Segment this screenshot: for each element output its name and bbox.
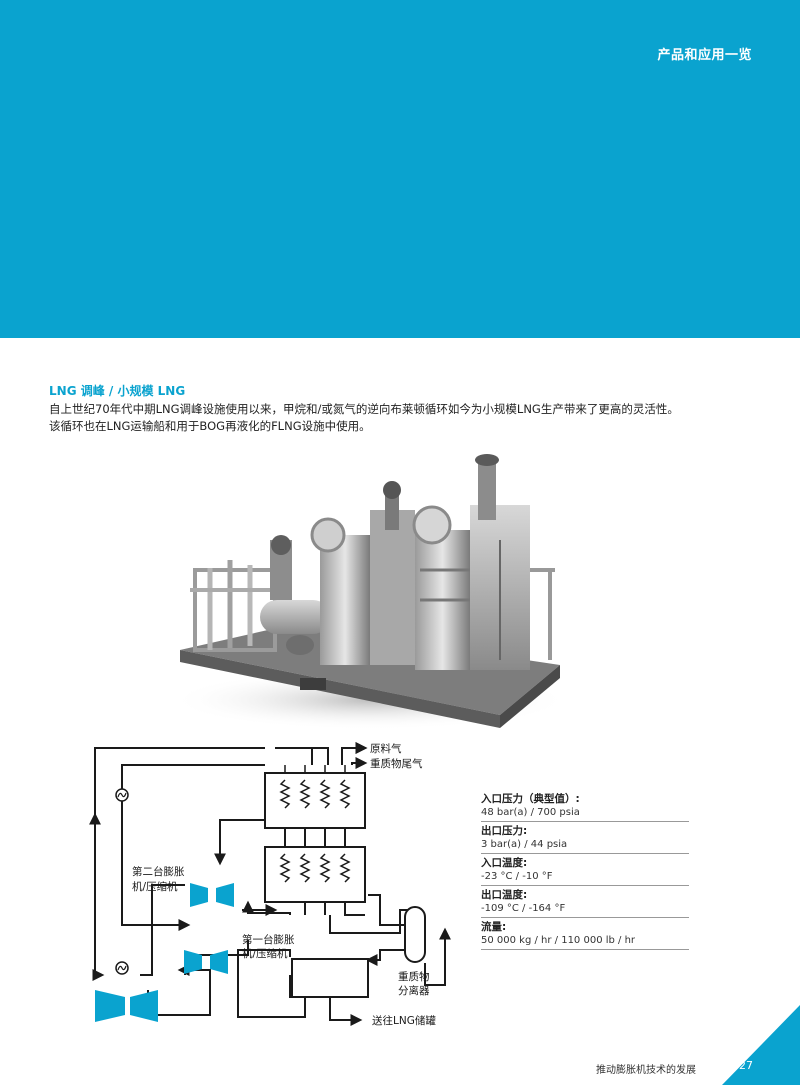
spec-inlet-temperature: 入口温度: -23 °C / -10 °F [481, 854, 689, 886]
first-expander-compressor [184, 950, 202, 974]
label-to-storage: 送往LNG储罐 [372, 1014, 436, 1027]
page-number: 27 [739, 1059, 753, 1072]
heat-exchanger-bottom [264, 846, 366, 903]
spec-inlet-pressure: 入口压力（典型值）: 48 bar(a) / 700 psia [481, 790, 689, 822]
flow-line [424, 927, 451, 986]
spec-value: -23 °C / -10 °F [481, 871, 553, 882]
spec-value: -109 °C / -164 °F [481, 903, 566, 914]
lng-exchanger [291, 958, 369, 998]
spec-label: 入口温度: [481, 857, 528, 869]
page-section-title: 产品和应用一览 [657, 48, 752, 63]
flow-line [365, 949, 412, 966]
label-heavy-tail-gas: 重质物尾气 [370, 757, 423, 770]
booster-compressor [95, 990, 125, 1022]
paragraph-line: 自上世纪70年代中期LNG调峰设施使用以来，甲烷和/或氮气的逆向布莱顿循环如今为… [49, 402, 679, 416]
flow-line [121, 764, 265, 931]
flow-line [92, 747, 265, 981]
body-paragraph: 自上世纪70年代中期LNG调峰设施使用以来，甲烷和/或氮气的逆向布莱顿循环如今为… [49, 401, 769, 435]
label-first-expander: 第一台膨胀 [242, 933, 295, 946]
footer-title: 推动膨胀机技术的发展 [596, 1065, 696, 1076]
header-band [0, 0, 800, 338]
label-first-expander: 机/压缩机 [242, 947, 288, 960]
corner-triangle [722, 1005, 800, 1085]
label-separator: 分离器 [398, 984, 430, 997]
spec-label: 入口压力（典型值）: [481, 793, 580, 805]
flow-line [275, 747, 329, 765]
label-separator: 重质物 [398, 970, 430, 983]
spec-value: 48 bar(a) / 700 psia [481, 807, 580, 818]
spec-label: 出口温度: [481, 889, 528, 901]
spec-value: 3 bar(a) / 44 psia [481, 839, 568, 850]
compressor-skid-photo [170, 454, 560, 730]
spec-label: 出口压力: [481, 825, 528, 837]
flow-line [329, 909, 412, 934]
label-second-expander: 第二台膨胀 [132, 865, 185, 878]
flow-line [140, 884, 185, 976]
spec-flow: 流量: 50 000 kg / hr / 110 000 lb / hr [481, 918, 689, 950]
label-feed-gas: 原料气 [370, 742, 402, 755]
flow-line [237, 949, 291, 965]
label-second-expander: 机/压缩机 [132, 880, 178, 893]
section-heading: LNG 调峰 / 小规模 LNG [49, 384, 186, 398]
flow-line [237, 965, 306, 1018]
spec-outlet-pressure: 出口压力: 3 bar(a) / 44 psia [481, 822, 689, 854]
spec-value: 50 000 kg / hr / 110 000 lb / hr [481, 935, 636, 946]
spec-label: 流量: [481, 921, 507, 933]
paragraph-line: 该循环也在LNG运输船和用于BOG再液化的FLNG设施中使用。 [49, 419, 371, 433]
spec-outlet-temperature: 出口温度: -109 °C / -164 °F [481, 886, 689, 918]
heavy-separator-vessel [404, 906, 426, 963]
second-expander-compressor [190, 883, 208, 907]
heat-exchanger-top [264, 772, 366, 829]
flow-line [368, 894, 412, 926]
spec-table: 入口压力（典型值）: 48 bar(a) / 700 psia 出口压力: 3 … [481, 790, 689, 950]
flow-line [329, 998, 363, 1026]
process-flow-diagram: 原料气 重质物尾气 第二台膨胀 机/压缩机 第一台膨胀 机/压缩机 重质物 分离… [89, 742, 451, 1027]
